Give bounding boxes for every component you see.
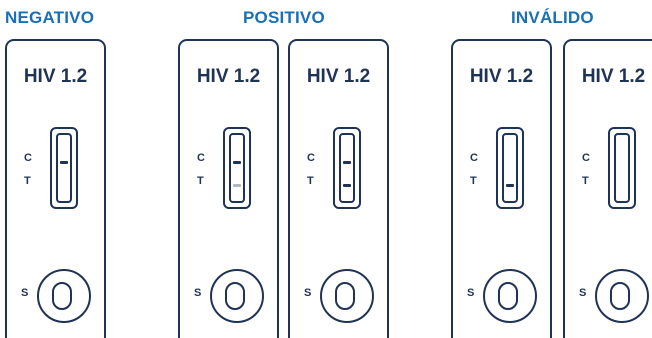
- sample-well: [595, 269, 649, 323]
- control-band: [233, 161, 241, 164]
- result-window: [608, 127, 636, 209]
- sample-well-mark: S: [467, 287, 475, 299]
- control-line-mark: C: [307, 152, 315, 164]
- sample-well-inner: [498, 282, 518, 310]
- group-label-negativo: NEGATIVO: [5, 8, 95, 27]
- test-cassette-invalido-no-lines: HIV 1.2 C T S: [563, 39, 652, 338]
- sample-well: [210, 269, 264, 323]
- sample-well: [320, 269, 374, 323]
- sample-well-inner: [335, 282, 355, 310]
- control-line-mark: C: [24, 152, 32, 164]
- test-strip: [339, 133, 355, 203]
- sample-well: [483, 269, 537, 323]
- group-label-positivo: POSITIVO: [243, 8, 325, 27]
- test-cassette-positivo-faint: HIV 1.2 C T S: [178, 39, 279, 338]
- control-band: [343, 161, 351, 164]
- control-line-mark: C: [582, 152, 590, 164]
- sample-well-mark: S: [194, 287, 202, 299]
- sample-well-mark: S: [579, 287, 587, 299]
- cassette-title: HIV 1.2: [306, 66, 371, 87]
- test-line-mark: T: [24, 175, 31, 187]
- test-band: [506, 184, 514, 187]
- control-line-mark: C: [197, 152, 205, 164]
- test-strip: [56, 133, 72, 203]
- sample-well: [37, 269, 91, 323]
- cassette-title: HIV 1.2: [581, 66, 646, 87]
- result-window: [223, 127, 251, 209]
- result-window: [333, 127, 361, 209]
- control-line-mark: C: [470, 152, 478, 164]
- test-line-mark: T: [197, 175, 204, 187]
- test-line-mark: T: [470, 175, 477, 187]
- sample-well-mark: S: [21, 287, 29, 299]
- sample-well-inner: [225, 282, 245, 310]
- control-band: [60, 161, 68, 164]
- test-strip: [614, 133, 630, 203]
- cassette-title: HIV 1.2: [23, 66, 88, 87]
- test-band: [233, 184, 241, 187]
- test-cassette-positivo-strong: HIV 1.2 C T S: [288, 39, 389, 338]
- sample-well-mark: S: [304, 287, 312, 299]
- test-cassette-invalido-test-only: HIV 1.2 C T S: [451, 39, 552, 338]
- cassette-title: HIV 1.2: [196, 66, 261, 87]
- test-line-mark: T: [307, 175, 314, 187]
- test-cassette-negativo: HIV 1.2 C T S: [5, 39, 106, 338]
- sample-well-inner: [610, 282, 630, 310]
- cassette-title: HIV 1.2: [469, 66, 534, 87]
- group-label-invalido: INVÁLIDO: [511, 8, 594, 27]
- sample-well-inner: [52, 282, 72, 310]
- test-band: [343, 184, 351, 187]
- result-window: [50, 127, 78, 209]
- result-window: [496, 127, 524, 209]
- test-strip: [229, 133, 245, 203]
- test-line-mark: T: [582, 175, 589, 187]
- test-strip: [502, 133, 518, 203]
